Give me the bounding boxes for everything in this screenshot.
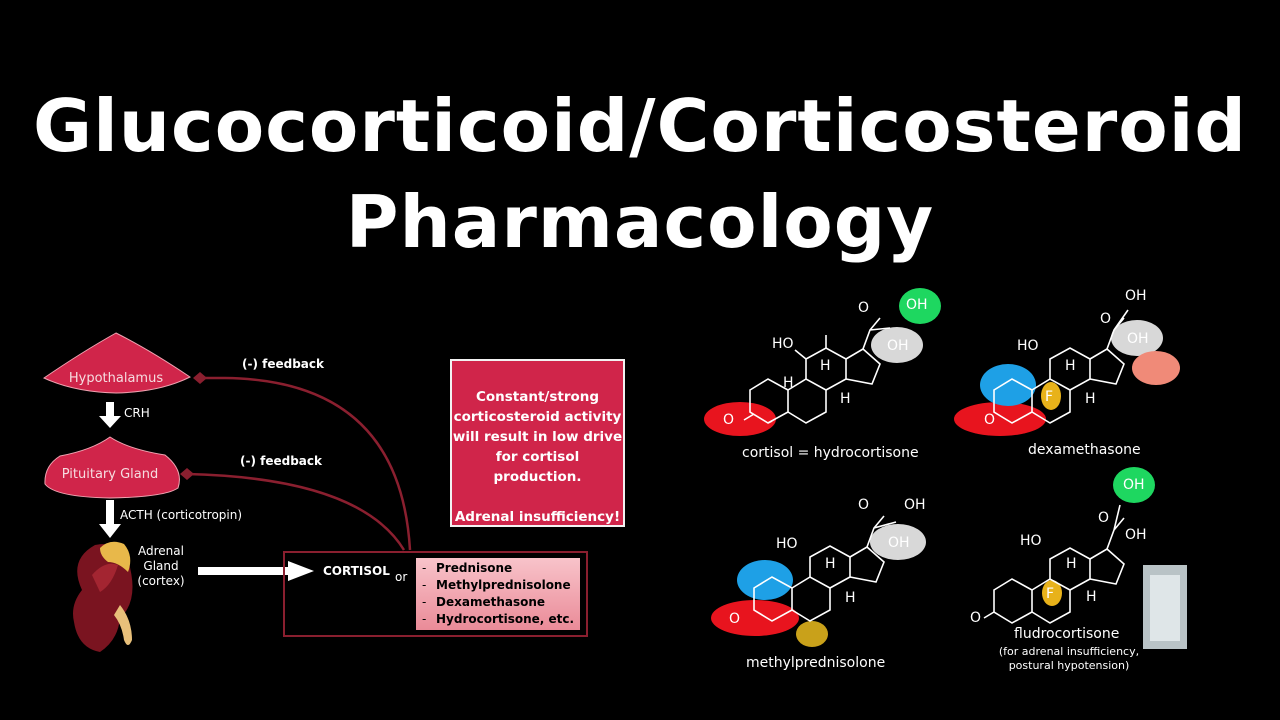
crh-arrow [99,416,121,428]
cortisol-label: CORTISOL [323,564,390,578]
fludro-oh1-label: OH [1123,477,1145,493]
dexa-h1: H [1065,358,1076,374]
methyl-h2: H [845,590,856,606]
dexa-oh1-label: OH [1125,288,1147,304]
cortisol-oh1-label: OH [906,297,928,313]
fludro-h2: H [1086,589,1097,605]
drug-item: -Dexamethasone [422,594,580,611]
cortisol-ho-label: HO [772,336,794,352]
methyl-o-label: O [729,611,740,627]
drug-item: -Methylprednisolone [422,577,580,594]
cortisol-h1: H [783,375,794,391]
feedback-label-2: (-) feedback [240,454,322,468]
cortisol-o2-label: O [858,300,869,316]
crh-label: CRH [124,406,150,420]
methyl-o2-label: O [858,497,869,513]
feedback-arrowhead-1 [193,372,207,384]
caption-fludrocortisone: fludrocortisone [1014,626,1119,642]
cortisol-h3: H [840,391,851,407]
feedback-arrowhead-2 [180,468,194,480]
dexa-o2-label: O [1100,311,1111,327]
dexa-h2: H [1085,391,1096,407]
drug-list: -Prednisone -Methylprednisolone -Dexamet… [416,558,580,630]
cortisol-o-label: O [723,412,734,428]
methyl-oh2-label: OH [888,535,910,551]
or-label: or [395,570,407,584]
dexa-f-label: F [1045,389,1053,405]
caption-fludro-note: (for adrenal insufficiency, postural hyp… [996,645,1142,673]
dexa-o-label: O [984,412,995,428]
cortisol-oh2-label: OH [887,338,909,354]
methyl-blue-highlight [737,560,793,600]
pituitary-label: Pituitary Gland [52,467,168,482]
dexa-oh2-label: OH [1127,331,1149,347]
fludro-o2-label: O [1098,510,1109,526]
cortisol-h2: H [820,358,831,374]
adrenal-label: Adrenal Gland (cortex) [136,544,186,589]
fludro-ho-label: HO [1020,533,1042,549]
methyl-oh1-label: OH [904,497,926,513]
drug-item: -Prednisone [422,560,580,577]
methyl-red-highlight [711,600,799,636]
hypothalamus-label: Hypothalamus [60,371,172,386]
caption-dexamethasone: dexamethasone [1028,442,1141,458]
methyl-h1: H [825,556,836,572]
methyl-ho-label: HO [776,536,798,552]
feedback-label-1: (-) feedback [242,357,324,371]
drug-item: -Hydrocortisone, etc. [422,611,580,628]
methyl-yellow-highlight [796,621,828,647]
caption-cortisol: cortisol = hydrocortisone [742,445,919,461]
fludro-o-label: O [970,610,981,626]
fludro-f-label: F [1046,586,1054,602]
info-box: Constant/strong corticosteroid activity … [450,359,625,527]
dexa-blue-highlight [980,364,1036,406]
fludro-h1: H [1066,556,1077,572]
adrenal-kidney-image [73,542,133,652]
dexa-ho-label: HO [1017,338,1039,354]
caption-methylprednisolone: methylprednisolone [746,655,885,671]
acth-label: ACTH (corticotropin) [120,508,242,522]
fludro-oh2-label: OH [1125,527,1147,543]
cortisol-red-highlight [704,402,776,436]
dexa-salmon-highlight [1132,351,1180,385]
acth-arrow [99,524,121,538]
